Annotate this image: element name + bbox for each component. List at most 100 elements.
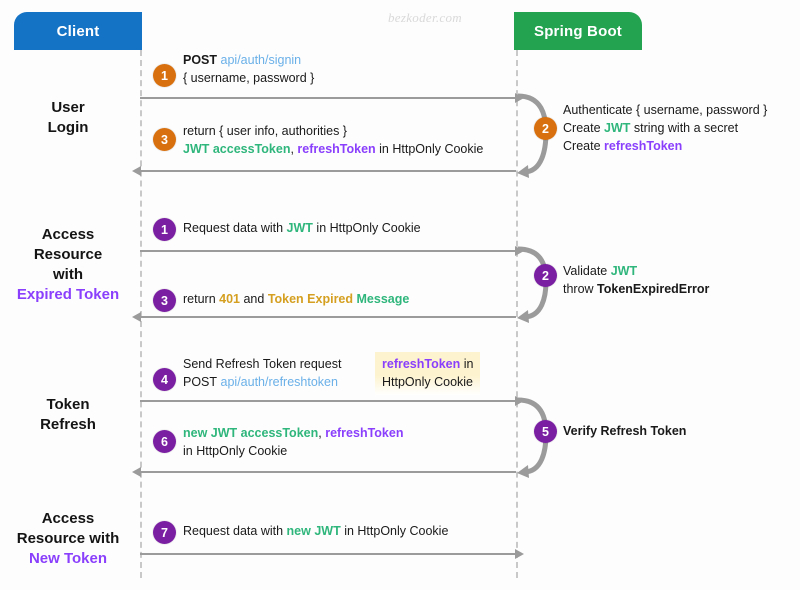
message-text-m3-login-return: return { user info, authorities } JWT acc… (183, 122, 483, 158)
message-arrow-m6-send-refresh (140, 396, 524, 406)
step-badge-m8-request-new-jwt: 7 (153, 521, 176, 544)
m3-login-return-l1-seg-3: in HttpOnly Cookie (375, 142, 484, 157)
message-line: return { user info, authorities } (183, 122, 483, 140)
message-line: POST api/auth/signin (183, 51, 314, 69)
m1-post-signin-l0-seg-1: api/auth/signin (220, 53, 302, 67)
step-badge-m7-new-tokens: 6 (153, 430, 176, 453)
n2-authenticate-l2-seg-1: refreshToken (604, 139, 683, 154)
message-line: in HttpOnly Cookie (183, 442, 403, 460)
m6-send-refresh-l0-seg-0: Send Refresh Token request (183, 357, 342, 371)
m7-new-tokens-l0-seg-1: , (318, 426, 326, 440)
step-badge-n2-authenticate: 2 (534, 117, 557, 140)
message-arrow-m5-return-401 (132, 312, 516, 322)
m7-new-tokens-l0-seg-0: new JWT accessToken (183, 426, 319, 440)
server-note-line: Verify Refresh Token (563, 422, 686, 440)
phase-label-line: Token (46, 396, 90, 413)
n2-validate-jwt-l0-seg-0: Validate (563, 264, 611, 278)
actor-server-label: Spring Boot (533, 22, 623, 40)
n2-authenticate-l1-seg-2: string with a secret (630, 121, 739, 136)
step-badge-m4-request-data-jwt: 1 (153, 218, 176, 241)
step-badge-m3-login-return: 3 (153, 128, 176, 151)
m5-return-401-l0-seg-2: and (240, 292, 268, 306)
step-badge-n2-validate-jwt: 2 (534, 264, 557, 287)
m3-login-return-l1-seg-2: refreshToken (297, 142, 376, 157)
server-note-line: Authenticate { username, password } (563, 101, 767, 119)
m8-request-new-jwt-l0-seg-2: in HttpOnly Cookie (340, 524, 449, 538)
actor-client-header: Client (14, 12, 142, 50)
message-line: Request data with new JWT in HttpOnly Co… (183, 522, 448, 540)
server-note-n2-authenticate: Authenticate { username, password } Creat… (563, 101, 767, 155)
arrow-head-icon (515, 549, 524, 559)
m3-login-return-l0-seg-0: return { user info, authorities } (183, 124, 347, 138)
message-text-m5-return-401: return 401 and Token Expired Message (183, 290, 409, 308)
phase-label-line: Resource (33, 245, 103, 263)
n2-authenticate-l0-seg-0: Authenticate { username, password } (563, 103, 768, 117)
message-line: new JWT accessToken, refreshToken (183, 424, 403, 442)
phase-label-line: Login (47, 118, 89, 136)
m6-send-refresh-l1-seg-1: api/auth/refreshtoken (220, 375, 338, 390)
message-line: Request data with JWT in HttpOnly Cookie (183, 219, 421, 237)
phase-label-line: Refresh (40, 415, 96, 433)
step-badge-m5-return-401: 3 (153, 289, 176, 312)
server-note-line: Create JWT string with a secret (563, 119, 767, 137)
message-line: Send Refresh Token request (183, 355, 341, 373)
message-line: return 401 and Token Expired Message (183, 290, 409, 308)
m3-login-return-l1-seg-0: JWT accessToken (183, 142, 291, 157)
m4-request-data-jwt-l0-seg-2: in HttpOnly Cookie (312, 221, 421, 235)
message-arrow-m8-request-new-jwt (140, 549, 524, 559)
callout-line: refreshToken in (382, 355, 473, 373)
message-line: JWT accessToken, refreshToken in HttpOnl… (183, 140, 483, 158)
m8-request-new-jwt-l0-seg-0: Request data with (183, 524, 287, 538)
message-arrow-m4-request-data-jwt (140, 246, 524, 256)
message-text-m4-request-data-jwt: Request data with JWT in HttpOnly Cookie (183, 219, 421, 237)
server-note-line: throw TokenExpiredError (563, 280, 709, 298)
phase-label-line: with (53, 265, 83, 283)
arrow-head-icon (132, 467, 141, 477)
server-note-line: Validate JWT (563, 262, 709, 280)
lifeline-server (516, 50, 518, 578)
refresh-token-cookie-callout-l0-seg-0: refreshToken (382, 357, 461, 371)
m1-post-signin-l1-seg-0: { username, password } (183, 71, 315, 86)
m5-return-401-l0-seg-1: 401 (219, 292, 240, 306)
n2-validate-jwt-l1-seg-1: TokenExpiredError (597, 282, 710, 297)
m5-return-401-l0-seg-4: Message (356, 292, 410, 306)
n2-authenticate-l2-seg-0: Create (563, 139, 604, 154)
phase-label-line: Resource with (16, 529, 120, 547)
actor-server-header: Spring Boot (514, 12, 642, 50)
m3-login-return-l1-seg-1: , (290, 142, 298, 157)
step-badge-n5-verify-refresh: 5 (534, 420, 557, 443)
n2-validate-jwt-l1-seg-0: throw (563, 282, 598, 297)
message-arrow-m7-new-tokens (132, 467, 516, 477)
m1-post-signin-l0-seg-0: POST (183, 53, 221, 67)
message-text-m1-post-signin: POST api/auth/signin { username, password… (183, 51, 314, 87)
server-note-line: Create refreshToken (563, 137, 767, 155)
refresh-token-cookie-callout-l1-seg-0: HttpOnly Cookie (382, 375, 474, 390)
message-text-m7-new-tokens: new JWT accessToken, refreshToken in Http… (183, 424, 403, 460)
phase-label-line: Access (41, 510, 95, 527)
actor-client-label: Client (56, 22, 100, 40)
step-badge-m1-post-signin: 1 (153, 64, 176, 87)
phase-label-line: User (51, 99, 85, 116)
message-arrow-m1-post-signin (140, 93, 524, 103)
m5-return-401-l0-seg-0: return (183, 292, 220, 306)
lifeline-client (140, 50, 142, 578)
watermark: bezkoder.com (388, 10, 462, 25)
phase-label-line: Expired Token (16, 285, 120, 303)
phase-label-line: New Token (28, 549, 108, 567)
refresh-token-cookie-callout: refreshToken in HttpOnly Cookie (375, 352, 481, 396)
m5-return-401-l0-seg-3: Token Expired (267, 292, 357, 306)
m4-request-data-jwt-l0-seg-0: Request data with (183, 221, 287, 235)
arrow-head-icon (132, 166, 141, 176)
message-line: { username, password } (183, 69, 314, 87)
server-note-n5-verify-refresh: Verify Refresh Token (563, 422, 686, 440)
m6-send-refresh-l1-seg-0: POST (183, 375, 221, 390)
message-text-m8-request-new-jwt: Request data with new JWT in HttpOnly Co… (183, 522, 448, 540)
m7-new-tokens-l1-seg-0: in HttpOnly Cookie (183, 444, 288, 459)
